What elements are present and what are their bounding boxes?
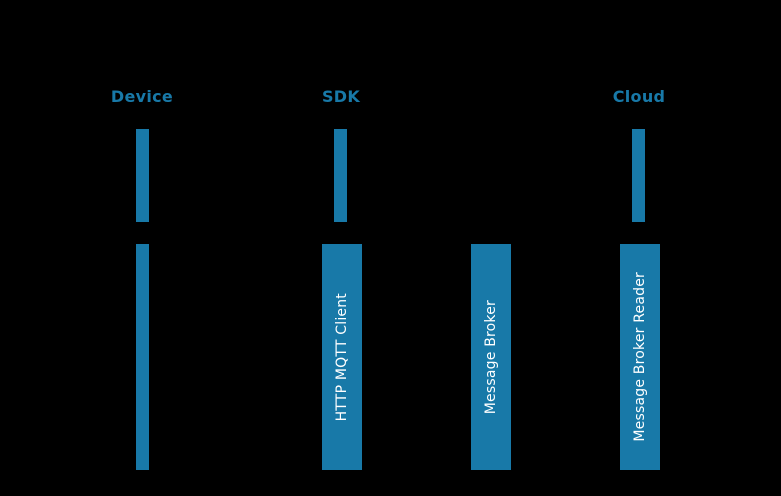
cloud-activation-bar-upper	[632, 129, 645, 222]
http-mqtt-client-bar: HTTP MQTT Client	[322, 244, 362, 470]
sdk-activation-bar-upper	[334, 129, 347, 222]
message-broker-bar: Message Broker	[471, 244, 511, 470]
device-activation-bar-upper	[136, 129, 149, 222]
participant-label-device: Device	[110, 87, 174, 106]
http-mqtt-client-bar-label: HTTP MQTT Client	[334, 292, 350, 422]
message-broker-reader-bar-label: Message Broker Reader	[632, 272, 648, 442]
message-broker-reader-bar: Message Broker Reader	[620, 244, 660, 470]
message-broker-bar-label: Message Broker	[483, 299, 499, 415]
device-activation-bar-lower	[136, 244, 149, 470]
participant-label-sdk: SDK	[321, 87, 361, 106]
participant-label-cloud: Cloud	[612, 87, 666, 106]
